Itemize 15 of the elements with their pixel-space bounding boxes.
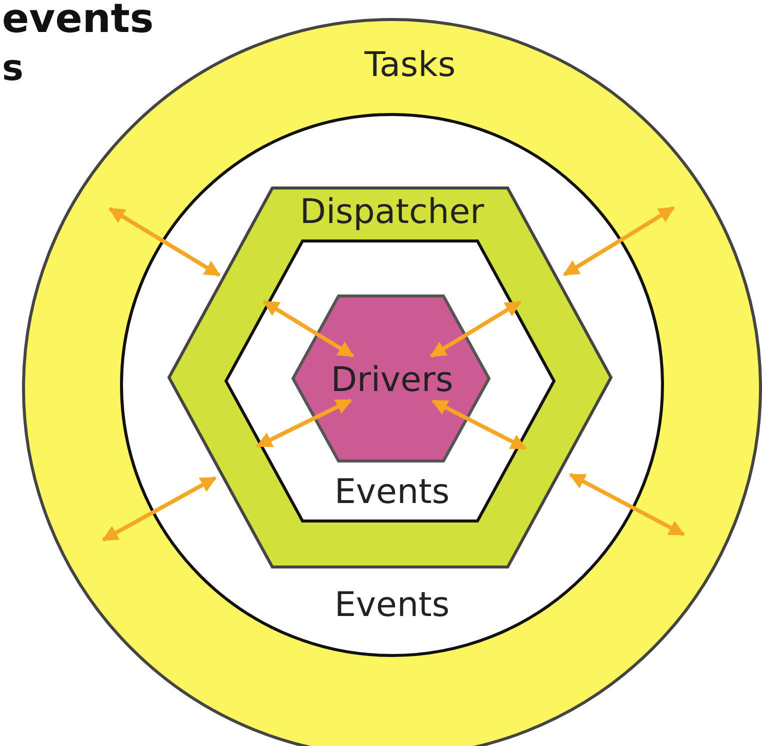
double-arrow <box>569 472 685 536</box>
double-arrow <box>108 207 221 277</box>
double-arrow <box>262 300 354 358</box>
double-arrow <box>562 206 675 276</box>
double-arrow <box>102 476 217 542</box>
ring-label: Tasks <box>364 45 456 85</box>
double-arrow <box>430 300 522 358</box>
double-arrow <box>256 398 352 448</box>
double-arrow <box>432 399 527 450</box>
ring-label: Dispatcher <box>300 192 484 232</box>
core-label: Drivers <box>330 360 454 400</box>
heading-text: events <box>2 0 154 42</box>
ring-label: Events <box>334 472 450 512</box>
heading-text: s <box>2 48 24 89</box>
ring-label: Events <box>334 585 450 625</box>
